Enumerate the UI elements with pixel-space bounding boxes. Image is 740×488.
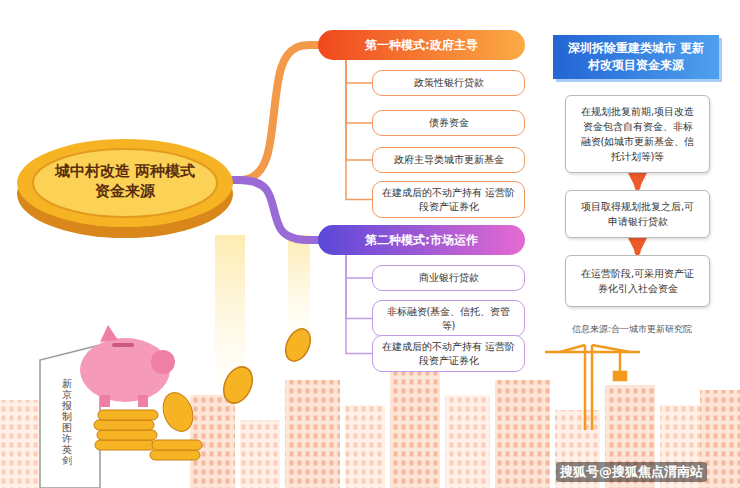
central-coin: 城中村改造 两种模式资金来源 — [14, 136, 236, 240]
connector — [346, 255, 372, 278]
stage-box: 项目取得规划批复之后,可申请银行贷款 — [565, 190, 710, 238]
light-beam — [288, 235, 310, 345]
source-note: 信息来源:合一城市更新研究院 — [572, 323, 692, 336]
node-text: 第一种模式:政府主导 — [365, 37, 478, 54]
node-text: 在运营阶段,可采用资产证券化引入社会资金 — [578, 266, 697, 296]
connector — [230, 45, 318, 180]
watermark: 搜狐号@搜狐焦点渭南站 — [556, 462, 707, 482]
connector — [346, 60, 372, 200]
node-text: 第二种模式:市场运作 — [365, 232, 478, 249]
source-box: 非标融资(基金、信托、资管等) — [372, 300, 525, 337]
node-text: 政策性银行贷款 — [414, 76, 484, 90]
connector — [346, 60, 372, 83]
stage-box: 在规划批复前期,项目改造资金包含自有资金、非标融资(如城市更新基金、信托计划等)… — [565, 95, 710, 173]
mode-header: 第二种模式:市场运作 — [318, 225, 525, 255]
node-text: 商业银行贷款 — [419, 271, 479, 285]
source-box: 在建成后的不动产持有 运营阶段资产证券化 — [372, 335, 525, 372]
connector — [635, 175, 641, 187]
stage-box: 在运营阶段,可采用资产证券化引入社会资金 — [565, 255, 710, 307]
node-text: 债券资金 — [429, 116, 469, 130]
node-text: 城中村改造 两种模式资金来源 — [52, 161, 198, 202]
panel-title: 深圳拆除重建类城市 更新村改项目资金来源 — [553, 35, 719, 79]
connector — [230, 180, 318, 240]
piggy-bank — [80, 325, 175, 407]
connector — [346, 60, 372, 123]
falling-coin — [218, 325, 315, 408]
mode-header: 第一种模式:政府主导 — [318, 30, 525, 60]
credit-note: 新京报制图 许英剑 — [62, 378, 72, 466]
connector — [635, 240, 641, 252]
source-box: 政策性银行贷款 — [372, 70, 525, 96]
node-text: 政府主导类城市更新基金 — [394, 153, 504, 167]
node-text: 在规划批复前期,项目改造资金包含自有资金、非标融资(如城市更新基金、信托计划等)… — [578, 104, 697, 164]
node-text: 在建成后的不动产持有 运营阶段资产证券化 — [381, 186, 516, 213]
connector — [346, 255, 372, 354]
node-text: 非标融资(基金、信托、资管等) — [381, 305, 516, 332]
connector — [346, 255, 372, 319]
source-box: 政府主导类城市更新基金 — [372, 147, 525, 173]
connector — [346, 60, 372, 160]
node-text: 项目取得规划批复之后,可申请银行贷款 — [578, 199, 697, 229]
node-text: 在建成后的不动产持有 运营阶段资产证券化 — [381, 340, 516, 367]
crane — [545, 345, 640, 430]
source-box: 债券资金 — [372, 110, 525, 136]
source-box: 在建成后的不动产持有 运营阶段资产证券化 — [372, 181, 525, 218]
coin-stack — [94, 388, 202, 460]
node-text: 深圳拆除重建类城市 更新村改项目资金来源 — [563, 40, 709, 74]
source-box: 商业银行贷款 — [372, 265, 525, 291]
